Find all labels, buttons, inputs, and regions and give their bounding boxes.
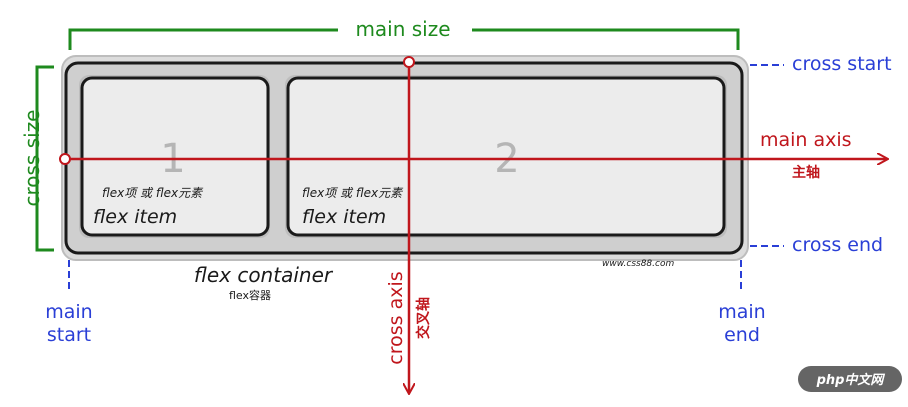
php-badge-box	[798, 366, 902, 392]
flex-item-2	[286, 76, 726, 237]
cross-axis-origin	[403, 56, 415, 68]
cross-axis-label: cross axis	[385, 271, 407, 364]
main-start-label-line1: main	[45, 301, 92, 323]
main-end-label-line1: main	[718, 301, 765, 323]
cross-end-label: cross end	[792, 234, 883, 256]
cross-size-bracket	[35, 65, 54, 252]
cross-start-label: cross start	[792, 53, 892, 75]
php-badge-text: php中文网	[816, 372, 886, 388]
php-badge: php中文网	[798, 366, 902, 392]
main-axis-origin	[59, 153, 71, 165]
container-label-cn: flex容器	[229, 288, 271, 302]
main-end-label-line2: end	[724, 324, 760, 346]
cross-size-label: cross size	[20, 110, 44, 207]
flex-item-1-caption: flex item	[93, 206, 177, 228]
watermark: www.css88.com	[602, 259, 674, 269]
flex-item-2-caption-cn: flex项 或 flex元素	[302, 186, 404, 200]
cross-axis-label-cn: 交叉轴	[415, 297, 432, 339]
main-size-label: main size	[355, 17, 450, 41]
main-axis-label: main axis	[760, 129, 852, 151]
main-size-bracket	[68, 28, 740, 50]
flex-item-1	[80, 76, 270, 237]
container-label: flex container	[194, 263, 334, 287]
flex-item-2-caption: flex item	[302, 206, 386, 228]
main-axis-label-cn: 主轴	[792, 164, 820, 181]
main-start-label-line2: start	[47, 324, 91, 346]
flex-item-1-caption-cn: flex项 或 flex元素	[102, 186, 204, 200]
